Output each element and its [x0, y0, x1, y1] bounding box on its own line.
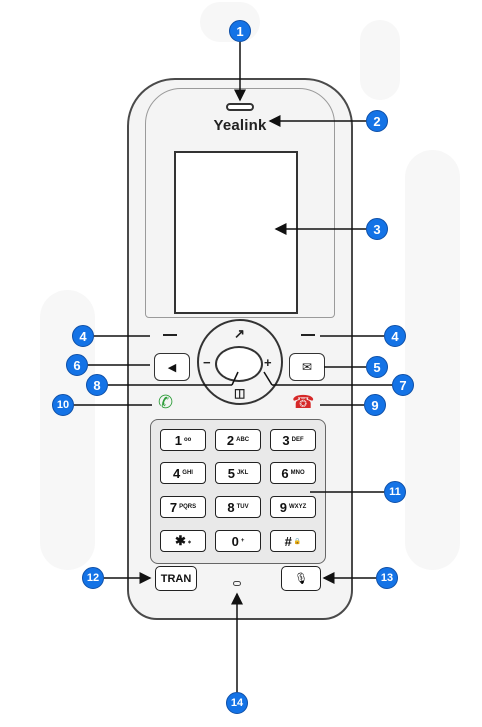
keypad-key-letters: MNO — [290, 470, 305, 476]
keypad-key-digit: ✱ — [175, 533, 186, 548]
speaker-icon: ◀ — [167, 361, 177, 374]
watermark-shape — [360, 20, 400, 100]
left-softkey[interactable] — [163, 334, 177, 336]
message-key[interactable]: ✉ — [289, 353, 325, 381]
keypad-key-digit: 3 — [282, 432, 290, 448]
keypad-key-digit: 5 — [227, 465, 235, 481]
callout-9: 9 — [364, 394, 386, 416]
ok-key[interactable] — [215, 346, 263, 382]
keypad-key-letters: ⁎ — [187, 538, 191, 545]
callout-13: 13 — [376, 567, 398, 589]
callout-14: 14 — [226, 692, 248, 714]
speakerphone-key[interactable]: ◀ — [154, 353, 190, 381]
callout-4-left: 4 — [72, 325, 94, 347]
callout-12: 12 — [82, 567, 104, 589]
keypad-key-letters: PQRS — [179, 504, 197, 510]
keypad-key-letters: WXYZ — [288, 504, 307, 510]
keypad-key-digit: 7 — [169, 499, 178, 515]
callout-2: 2 — [366, 110, 388, 132]
brand-logo: Yealink — [213, 117, 267, 134]
keypad-key-digit: 2 — [226, 432, 235, 448]
keypad-key-digit: 1 — [174, 432, 182, 448]
offhook-icon[interactable]: ✆ — [158, 392, 174, 412]
nav-right-icon: + — [264, 355, 272, 370]
keypad-key-digit: 0 — [231, 533, 239, 549]
leader-7b — [263, 371, 273, 386]
callout-7: 7 — [392, 374, 414, 396]
keypad-key-letters: ABC — [236, 437, 250, 443]
callout-8: 8 — [86, 374, 108, 396]
keypad-key-letters: TUV — [236, 504, 249, 510]
tran-key[interactable]: TRAN — [155, 566, 197, 591]
callout-5: 5 — [366, 356, 388, 378]
keypad-key-letters: oo — [183, 437, 192, 443]
keypad-key-letters: 🔒 — [293, 538, 302, 545]
nav-down-icon: ◫ — [234, 386, 246, 400]
mute-icon: 🎙 — [294, 573, 308, 585]
keypad-key[interactable]: #🔒 — [270, 530, 316, 552]
callout-6: 6 — [66, 354, 88, 376]
keypad-key-letters: JKL — [236, 470, 249, 476]
tran-key-label: TRAN — [160, 572, 192, 585]
mute-key[interactable]: 🎙 — [281, 566, 321, 591]
receiver-earpiece — [226, 103, 254, 111]
onhook-icon[interactable]: ☎ — [292, 392, 315, 412]
message-icon: ✉ — [301, 360, 313, 374]
nav-up-icon: ↗ — [234, 326, 245, 341]
callout-11: 11 — [384, 481, 406, 503]
keypad-key-letters: + — [240, 538, 245, 544]
nav-left-icon: − — [203, 355, 211, 370]
keypad-key-digit: 9 — [279, 499, 287, 515]
keypad-key-letters: DEF — [291, 437, 304, 443]
right-softkey[interactable] — [301, 334, 315, 336]
keypad-key-digit: 6 — [281, 465, 289, 481]
keypad-key-letters: GHI — [182, 470, 193, 476]
leader-8b — [231, 371, 239, 386]
callout-3: 3 — [366, 218, 388, 240]
watermark-shape — [405, 150, 460, 570]
microphone — [233, 581, 241, 586]
keypad-key[interactable]: ✱⁎ — [160, 530, 206, 552]
keypad-key-digit: 4 — [173, 465, 181, 481]
callout-4-right: 4 — [384, 325, 406, 347]
keypad-key-digit: # — [284, 533, 292, 549]
keypad-key-digit: 8 — [227, 499, 235, 515]
keypad-key[interactable]: 0+ — [215, 530, 261, 552]
callout-10: 10 — [52, 394, 74, 416]
callout-1: 1 — [229, 20, 251, 42]
